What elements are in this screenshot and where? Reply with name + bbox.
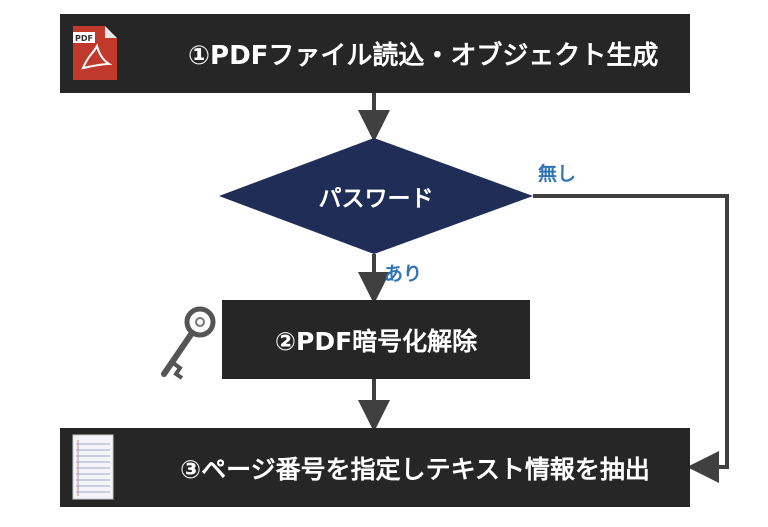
step3-label: ③ページ番号を指定しテキスト情報を抽出 xyxy=(180,454,650,484)
decision-label: パスワード xyxy=(318,186,434,212)
step2-box: ②PDF暗号化解除 xyxy=(222,300,530,379)
connector-decision-to-step3 xyxy=(533,194,729,483)
step1-box: ①PDFファイル読込・オブジェクト生成 xyxy=(60,14,690,93)
pdf-file-icon: PDF xyxy=(73,26,117,80)
step1-label: ①PDFファイル読込・オブジェクト生成 xyxy=(188,41,659,71)
branch-label-no: 無し xyxy=(538,163,577,185)
key-icon xyxy=(161,306,216,380)
step2-label: ②PDF暗号化解除 xyxy=(274,326,478,356)
pdf-icon-text: PDF xyxy=(75,34,93,43)
branch-label-yes: あり xyxy=(384,263,423,285)
decision-diamond xyxy=(219,138,533,254)
step3-box: ③ページ番号を指定しテキスト情報を抽出 xyxy=(60,428,690,507)
document-page-icon xyxy=(72,434,114,500)
